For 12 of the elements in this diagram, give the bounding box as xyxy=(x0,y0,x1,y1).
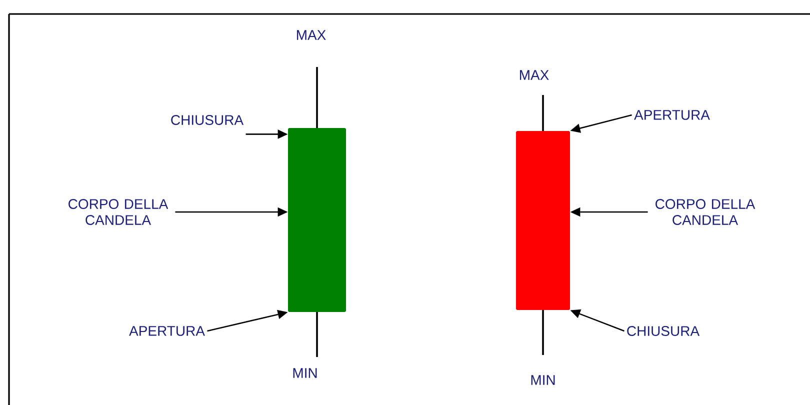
callout-text: CHIUSURA xyxy=(627,326,700,336)
price-label: MIN xyxy=(293,368,317,378)
callout-text: CORPO DELLA CANDELA xyxy=(656,199,756,225)
callout-text: CORPO DELLA CANDELA xyxy=(68,199,168,225)
callout-text: APERTURA xyxy=(634,110,710,120)
candle-body xyxy=(288,128,346,312)
price-label: MIN xyxy=(531,375,555,385)
callout-text: APERTURA xyxy=(129,326,205,336)
candle-body xyxy=(516,131,570,310)
callout-text: CHIUSURA xyxy=(171,115,244,125)
price-label: MAX xyxy=(520,70,549,80)
price-label: MAX xyxy=(296,30,326,40)
